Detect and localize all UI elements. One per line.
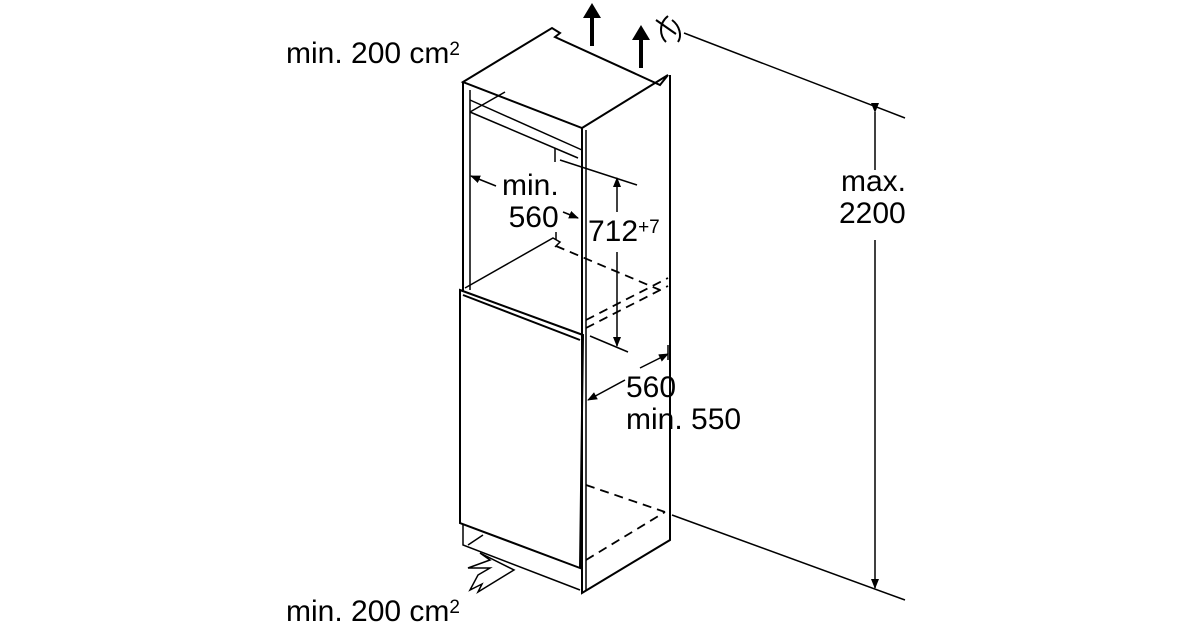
bottom-vent-label: min. 200 cm2 (286, 596, 460, 628)
max-height-label: max. 2200 (839, 165, 907, 230)
top-vent-label: min. 200 cm2 (286, 38, 460, 70)
niche-height-sup: +7 (638, 217, 660, 238)
top-vent-text: min. 200 cm (286, 37, 450, 70)
dimension-max-height (671, 32, 906, 601)
break-symbol-icon (655, 15, 681, 43)
top-vent-sup: 2 (449, 39, 460, 60)
bottom-vent-sup: 2 (449, 597, 460, 618)
dimension-niche-width (470, 175, 579, 219)
depth-line1: 560 (626, 371, 677, 404)
niche-width-line2: 560 (508, 201, 559, 234)
depth-line2: min. 550 (626, 403, 742, 436)
depth-label: 560 min. 550 (626, 372, 741, 436)
niche-height-label: 712+7 (588, 216, 660, 248)
max-height-line1: max. (841, 165, 907, 198)
vent-inlet-arrow-icon (467, 552, 516, 595)
dimension-depth (587, 345, 669, 401)
niche-width-label: min. 560 (502, 170, 559, 234)
max-height-line2: 2200 (839, 197, 906, 230)
bottom-vent-text: min. 200 cm (286, 595, 450, 628)
niche-height-text: 712 (588, 215, 639, 248)
vent-outlet-arrows (583, 3, 650, 68)
cabinet (459, 26, 671, 595)
niche-width-line1: min. (502, 169, 559, 202)
dimension-niche-height (559, 159, 638, 353)
